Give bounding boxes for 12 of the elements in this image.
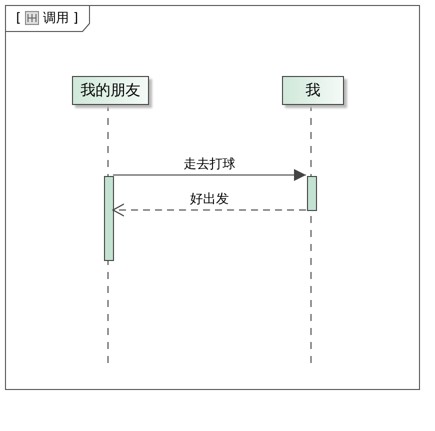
lifeline-head: 我 xyxy=(282,76,344,105)
lifeline-head: 我的朋友 xyxy=(72,76,149,105)
bracket: [ xyxy=(16,10,22,26)
message-label: 好出发 xyxy=(190,191,229,208)
bracket: ] xyxy=(73,10,78,26)
message-arrow xyxy=(112,203,306,217)
activation-bar xyxy=(307,176,317,211)
activation-bar xyxy=(104,176,114,261)
frame xyxy=(5,5,420,390)
message-arrow xyxy=(112,169,306,181)
frame-title: 调用 xyxy=(43,10,70,27)
message-label: 走去打球 xyxy=(184,156,236,173)
